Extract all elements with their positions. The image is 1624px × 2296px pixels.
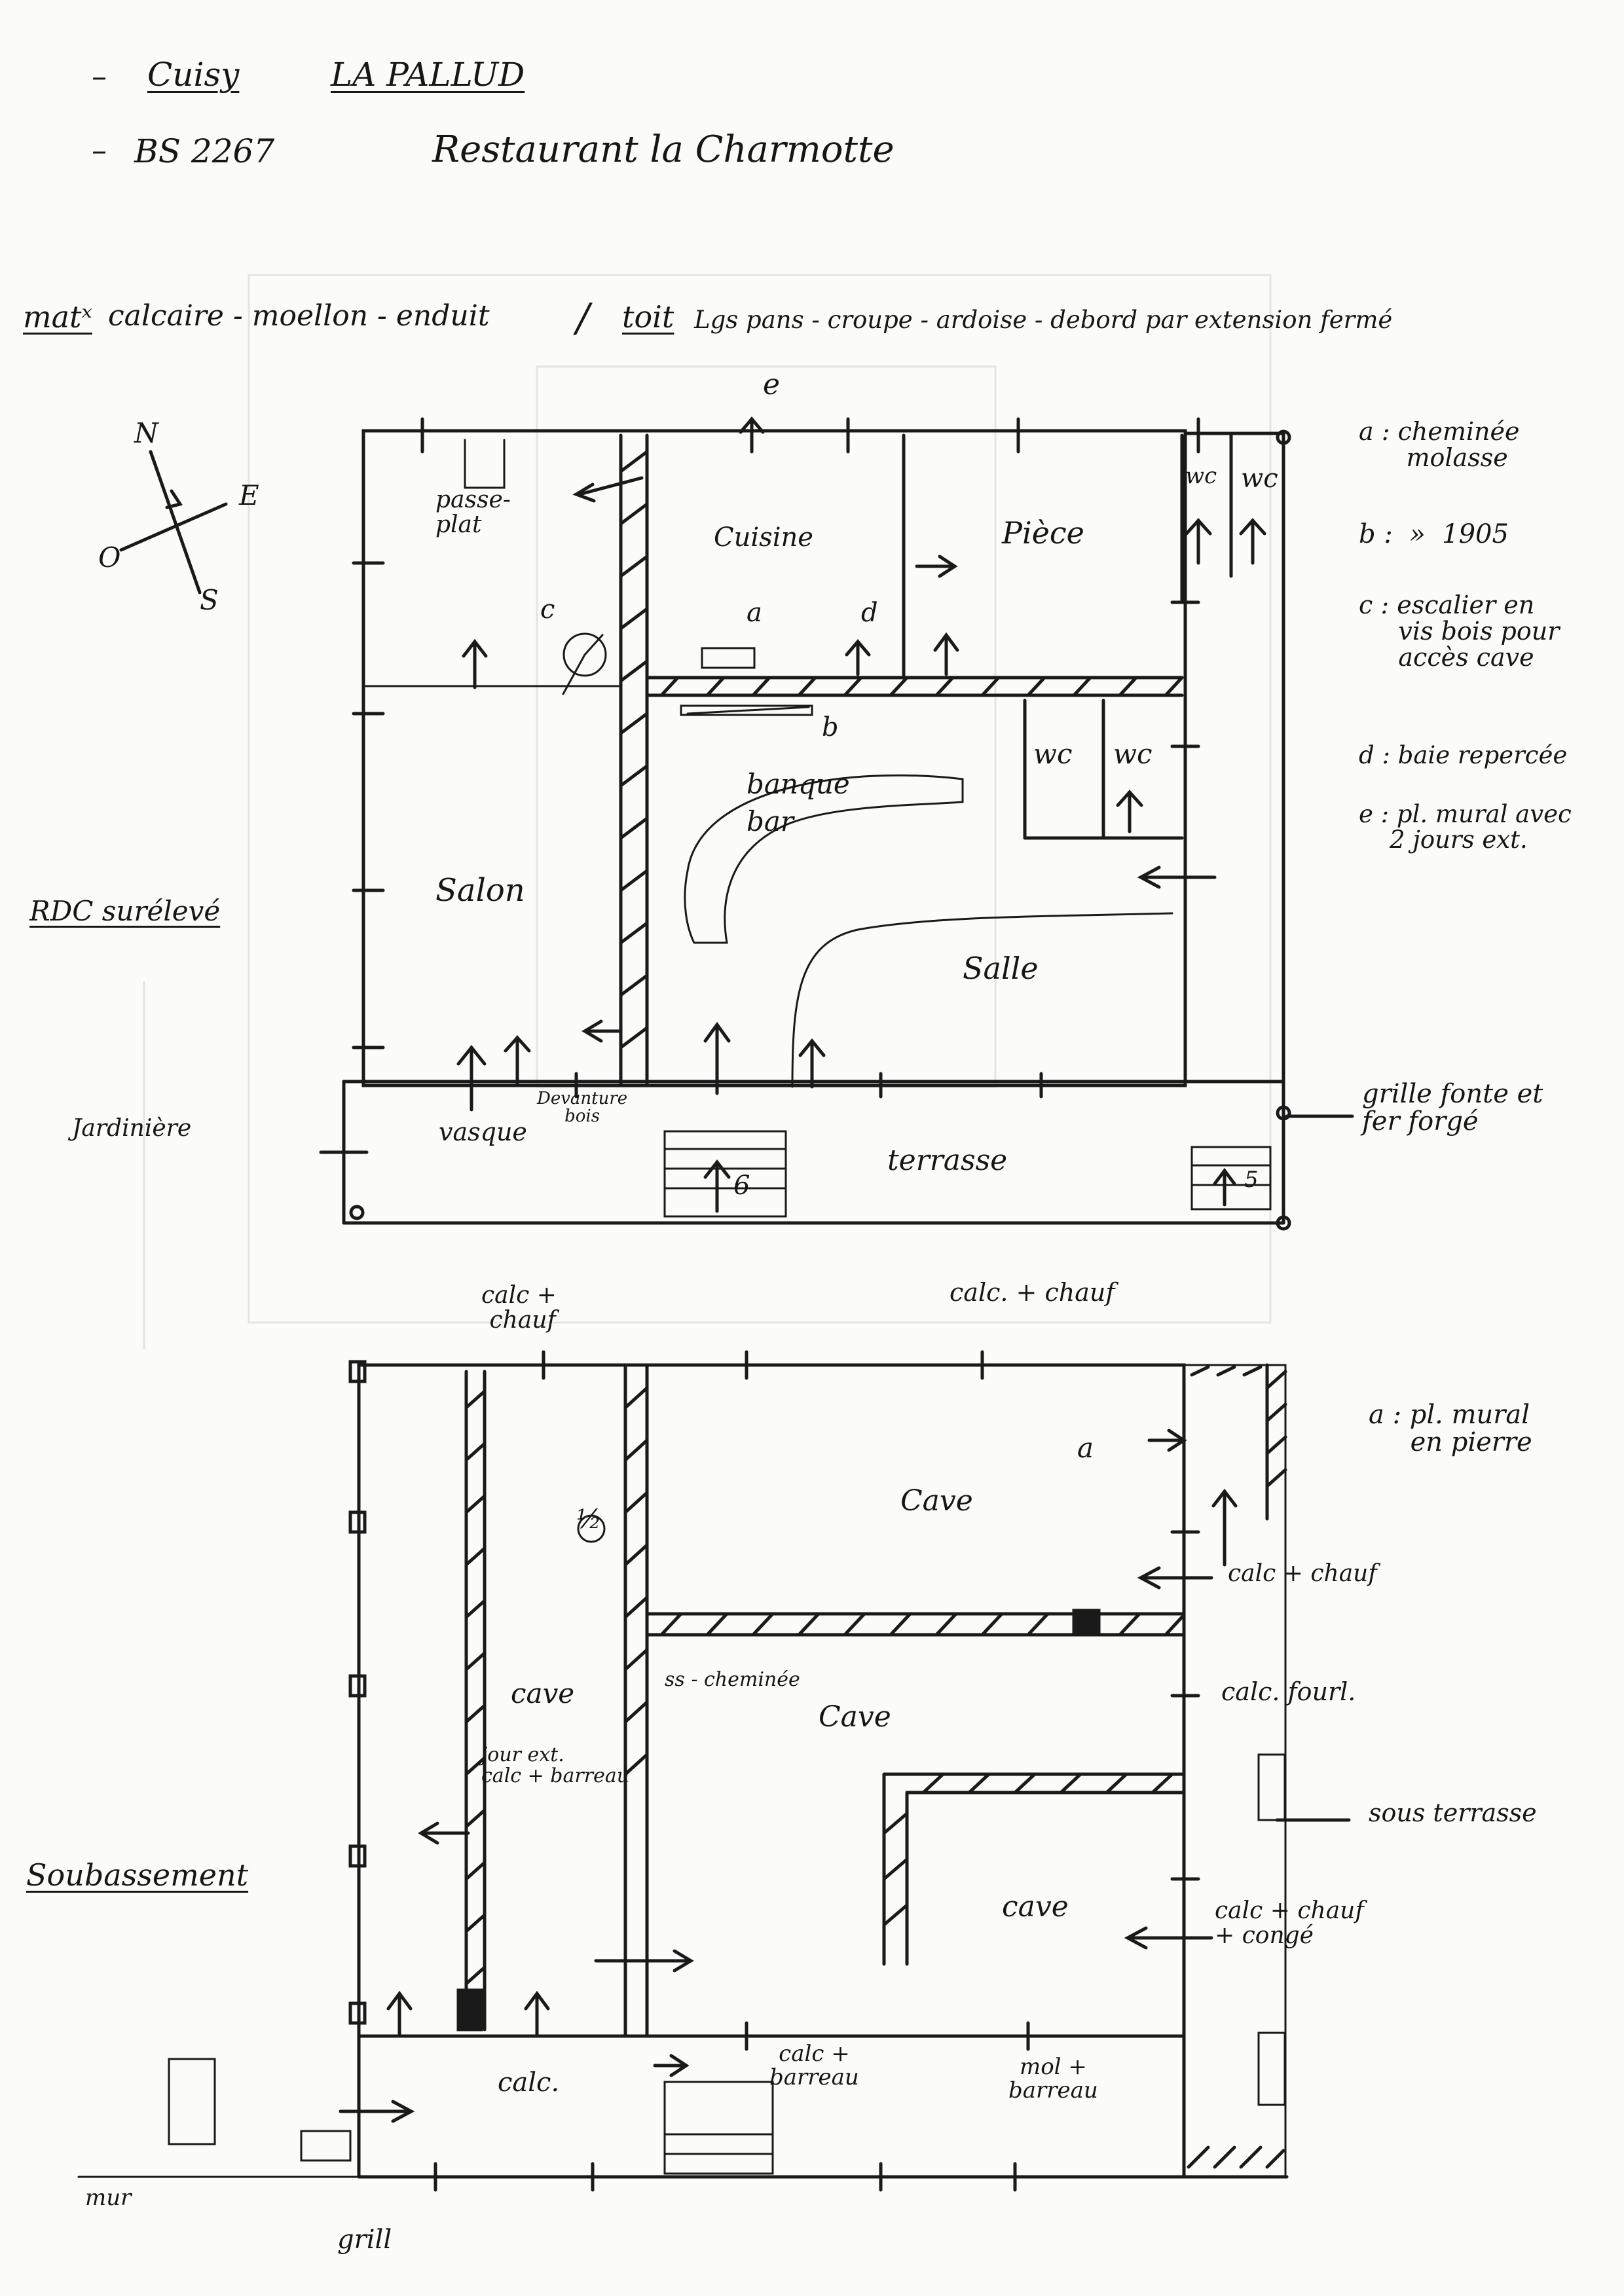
- note-calc-chauf-r1: calc + chauf: [1228, 1560, 1377, 1587]
- mark-d: d: [861, 598, 878, 628]
- mark-a: a: [747, 598, 762, 628]
- sous-mark-a: a: [1077, 1432, 1094, 1464]
- rdc-legend-b: b : » 1905: [1359, 519, 1509, 549]
- rdc-outer-wall: [361, 429, 1187, 1087]
- note-grille: grille fonte et fer forgé: [1362, 1079, 1543, 1137]
- dash-1: –: [92, 58, 107, 94]
- room-cuisine: Cuisine: [714, 522, 813, 553]
- room-wc-2: wc: [1241, 464, 1278, 494]
- rdc-legend-e: e : pl. mural avec 2 jours ext.: [1359, 800, 1572, 854]
- room-wc-4: wc: [1113, 738, 1153, 770]
- note-mur: mur: [85, 2185, 132, 2211]
- toit-label: toit: [622, 299, 674, 335]
- room-salon: Salon: [435, 872, 525, 909]
- sous-room-cave-mid: Cave: [819, 1700, 891, 1734]
- rdc-legend-d: d : baie repercée: [1359, 741, 1568, 769]
- mark-b: b: [822, 712, 839, 742]
- room-vasque: vasque: [439, 1118, 527, 1146]
- room-terrasse: terrasse: [887, 1144, 1008, 1177]
- rdc-plan: [319, 416, 1354, 1231]
- mat-value: calcaire - moellon - enduit: [108, 299, 490, 333]
- note-ss-cheminee: ss - cheminée: [665, 1668, 800, 1691]
- sous-room-cave-low: cave: [1002, 1890, 1069, 1923]
- compass-rose: [119, 450, 228, 594]
- room-wc-1: wc: [1185, 463, 1217, 489]
- note-jour-ext: jour ext. calc + barreau: [481, 1743, 630, 1787]
- note-calc-chauf-conge: calc + chauf + congé: [1215, 1897, 1364, 1949]
- sous-room-cave-top: Cave: [900, 1484, 973, 1518]
- room-passe-plat: passe- plat: [435, 486, 511, 538]
- stair-count-2: 5: [1244, 1167, 1259, 1193]
- room-banque-bar: banque bar: [747, 768, 850, 837]
- room-devanture: Devanture bois: [537, 1089, 628, 1127]
- note-calc-barreau: calc + barreau: [769, 2041, 859, 2090]
- note-jardiniere: Jardinière: [72, 1115, 192, 1142]
- sous-legend-a: a : pl. mural en pierre: [1369, 1400, 1532, 1457]
- rdc-legend-a: a : cheminée molasse: [1359, 417, 1520, 472]
- commune-label: Cuisy: [147, 56, 240, 94]
- compass-e: E: [239, 479, 259, 511]
- note-mol-barreau: mol + barreau: [1008, 2054, 1098, 2104]
- toit-value: Lgs pans - croupe - ardoise - debord par…: [694, 306, 1393, 334]
- rdc-legend-c: c : escalier en vis bois pour accès cave: [1359, 591, 1560, 672]
- soubassement-plan: [77, 1350, 1351, 2192]
- note-calc-chauf-top-right: calc. + chauf: [950, 1278, 1115, 1307]
- compass-n: N: [134, 417, 158, 449]
- sous-stair-mark: ½: [576, 1504, 602, 1535]
- note-calc: calc.: [498, 2068, 560, 2098]
- level-rdc: RDC surélevé: [29, 895, 221, 927]
- compass-o: O: [98, 541, 121, 574]
- note-sous-terrasse: sous terrasse: [1369, 1798, 1537, 1827]
- compass-s: S: [200, 584, 219, 616]
- stair-count-1: 6: [733, 1171, 750, 1201]
- room-piece: Pièce: [1002, 515, 1084, 551]
- batiment-label: Restaurant la Charmotte: [432, 128, 895, 171]
- lieu-label: LA PALLUD: [331, 56, 525, 94]
- dash-2: –: [92, 132, 107, 168]
- room-wc-3: wc: [1033, 738, 1073, 770]
- mat-label: matˣ: [23, 299, 92, 335]
- note-calc-fourl: calc. fourl.: [1221, 1677, 1356, 1706]
- mat-separator: /: [576, 295, 590, 341]
- note-grill: grill: [337, 2225, 392, 2255]
- sous-outer-wall: [357, 1363, 1186, 2038]
- mark-c: c: [540, 594, 555, 625]
- sous-room-cave-left: cave: [511, 1677, 575, 1709]
- level-soubassement: Soubassement: [26, 1857, 249, 1893]
- mark-e: e: [763, 368, 781, 401]
- room-salle: Salle: [963, 951, 1039, 986]
- reference-label: BS 2267: [134, 132, 275, 170]
- note-calc-chauf-top-left: calc + chauf: [481, 1282, 557, 1334]
